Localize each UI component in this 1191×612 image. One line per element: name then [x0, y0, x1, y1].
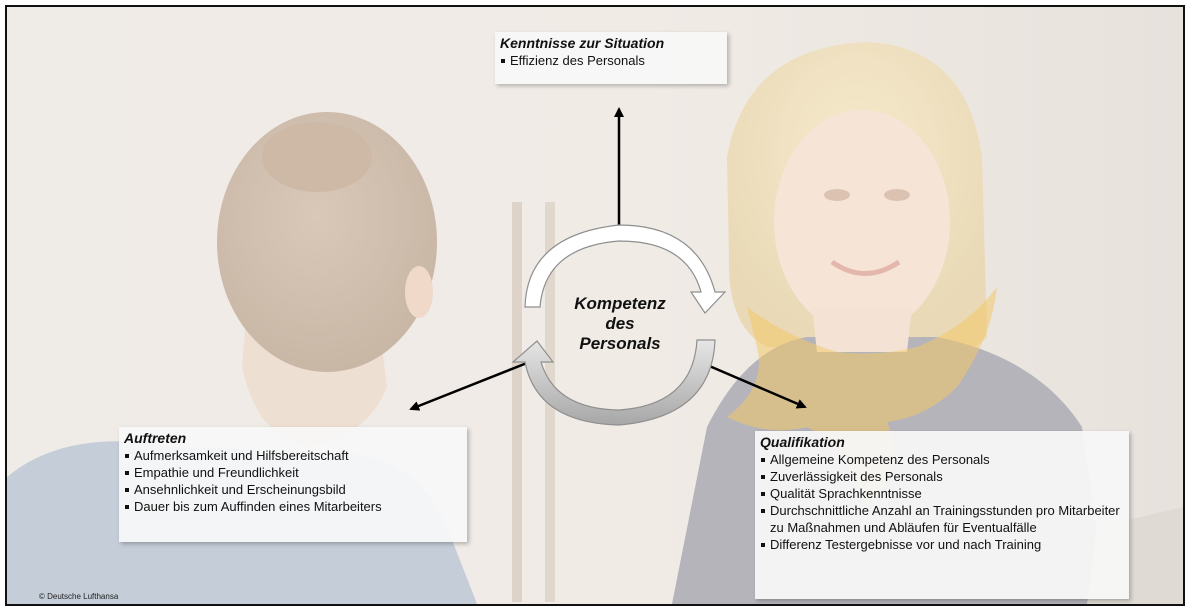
box-auftreten-title: Auftreten — [124, 430, 187, 446]
box-auftreten-list: Aufmerksamkeit und Hilfsbereitschaft Emp… — [124, 447, 461, 515]
box-kenntnisse-title: Kenntnisse zur Situation — [500, 35, 665, 51]
slide-frame: Kompetenz des Personals Kenntnisse zur S… — [5, 5, 1185, 606]
cycle-arrow-bottom — [511, 339, 716, 426]
box-kenntnisse-list: Effizienz des Personals — [500, 52, 721, 69]
box-qualifikation: Qualifikation Allgemeine Kompetenz des P… — [755, 431, 1129, 599]
arrow-right — [706, 363, 807, 409]
center-label-line-2: des — [605, 314, 635, 333]
center-label-line-3: Personals — [579, 334, 661, 353]
box-qualifikation-item: Durchschnittliche Anzahl an Trainingsstu… — [760, 502, 1123, 536]
center-label-line-1: Kompetenz — [574, 294, 666, 313]
box-kenntnisse-item: Effizienz des Personals — [500, 52, 721, 69]
box-auftreten-item: Aufmerksamkeit und Hilfsbereitschaft — [124, 447, 461, 464]
person-right-scarf — [727, 287, 997, 507]
arrow-left — [409, 355, 543, 411]
box-qualifikation-item: Differenz Testergebnisse vor und nach Tr… — [760, 536, 1123, 553]
box-qualifikation-item: Zuverlässigkeit des Personals — [760, 468, 1123, 485]
person-left-hair-bun — [262, 122, 372, 192]
box-auftreten-item: Dauer bis zum Auffinden eines Mitarbeite… — [124, 498, 461, 515]
box-kenntnisse: Kenntnisse zur Situation Effizienz des P… — [495, 32, 727, 84]
box-qualifikation-list: Allgemeine Kompetenz des Personals Zuver… — [760, 451, 1123, 553]
person-left-ear — [405, 266, 433, 318]
cycle-arrow-top — [524, 224, 727, 314]
box-auftreten-item: Ansehnlichkeit und Erscheinungsbild — [124, 481, 461, 498]
background-photo — [7, 7, 1183, 604]
diagram-overlay — [409, 107, 807, 426]
box-qualifikation-item: Qualität Sprachkenntnisse — [760, 485, 1123, 502]
box-auftreten-item: Empathie und Freundlichkeit — [124, 464, 461, 481]
box-qualifikation-title: Qualifikation — [760, 434, 845, 450]
pillar-left — [512, 202, 522, 602]
copyright-notice: © Deutsche Lufthansa — [39, 592, 119, 601]
box-auftreten: Auftreten Aufmerksamkeit und Hilfsbereit… — [119, 427, 467, 542]
center-label: Kompetenz des Personals — [555, 294, 685, 354]
person-right-face — [774, 110, 950, 334]
box-qualifikation-item: Allgemeine Kompetenz des Personals — [760, 451, 1123, 468]
